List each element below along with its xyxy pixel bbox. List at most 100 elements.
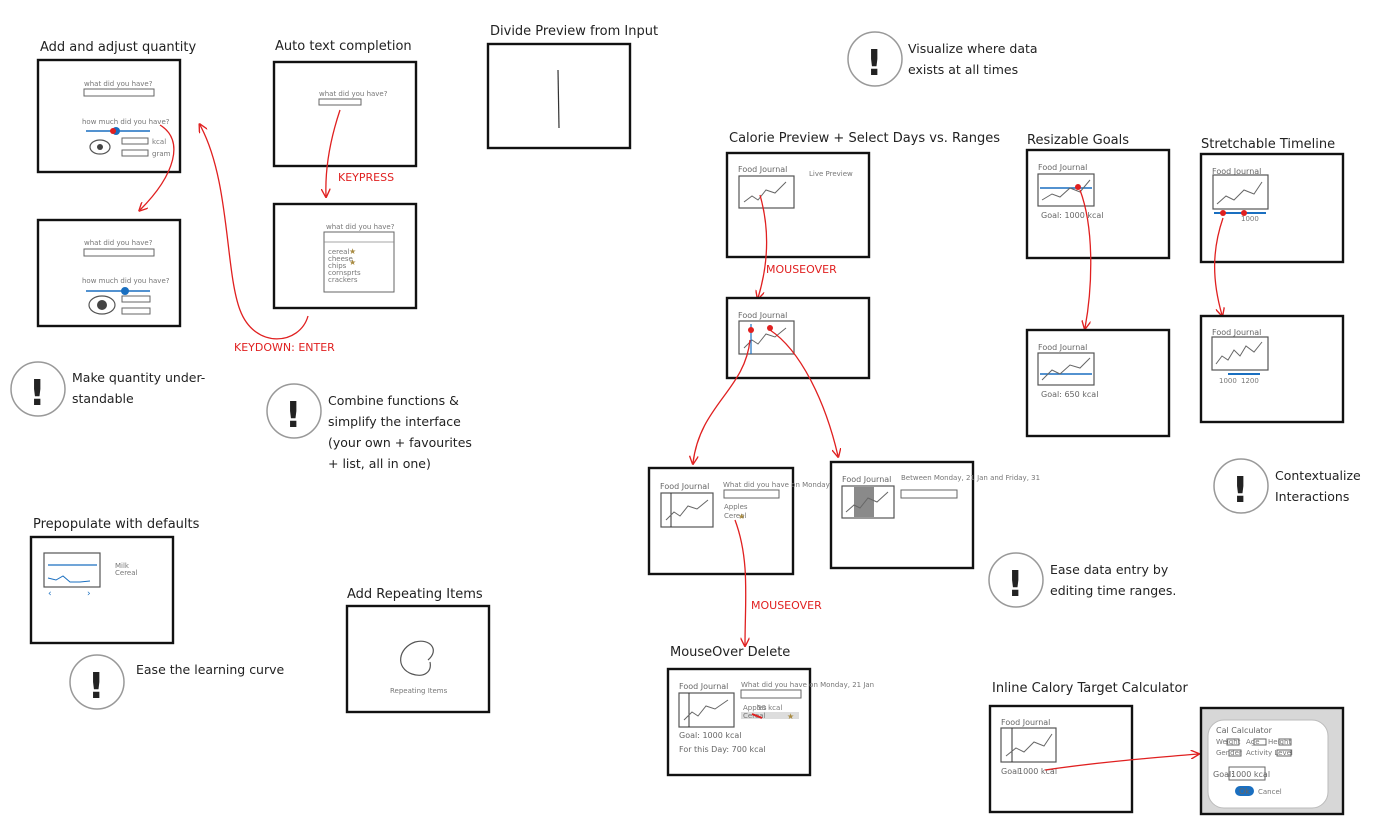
food-journal-label: Food Journal <box>1212 167 1261 176</box>
divider-line <box>557 69 560 129</box>
calc-goal-value: 1000 kcal <box>1231 770 1270 779</box>
calc-field <box>1276 749 1292 757</box>
star-icon: ★ <box>349 247 356 256</box>
ok-button[interactable] <box>1235 786 1254 796</box>
gram-field <box>121 149 149 157</box>
sketch-frame-calorie-2 <box>725 296 871 380</box>
note-text: + list, all in one) <box>328 456 431 471</box>
exclamation-icon <box>266 383 322 439</box>
calc-field <box>1228 749 1242 757</box>
kcal-field <box>121 137 149 145</box>
sketch-frame-calc-1 <box>988 704 1134 814</box>
chart-box <box>1037 352 1095 386</box>
food-scale-icon-2 <box>88 295 116 315</box>
stretchable-timeline-group: Stretchable Timeline Food Journal 1000 F… <box>1199 137 1345 424</box>
note-ease-entry: ! Ease data entry by editing time ranges… <box>988 552 1176 608</box>
food-link: Cereal <box>743 712 766 720</box>
title-mouseover-delete: MouseOver Delete <box>670 645 790 660</box>
repeating-group: Add Repeating Items Repeating Items <box>345 587 491 714</box>
chart-line <box>665 499 709 521</box>
keydown-arrow <box>200 125 309 340</box>
sketch-frame-goals-2 <box>1025 328 1171 438</box>
arrow-select-range <box>769 329 838 456</box>
chart-line <box>683 699 729 721</box>
chart-box <box>1000 727 1057 763</box>
sketch-frame-repeating <box>345 604 491 714</box>
list-item: crackers <box>328 276 358 284</box>
resizable-goals-group: Resizable Goals Food Journal Goal: 1000 … <box>1025 133 1171 438</box>
event-keypress: KEYPRESS <box>338 171 394 184</box>
calculator-title: Cal Calculator <box>1216 726 1273 735</box>
food-scale-icon <box>89 139 111 155</box>
food-journal-label: Food Journal <box>842 475 891 484</box>
list-item: cornsprts <box>328 269 361 277</box>
calc-label: Age <box>1246 738 1260 746</box>
inline-calc-group: Inline Calory Target Calculator Food Jou… <box>988 681 1345 816</box>
calc-label: Weight <box>1216 738 1241 746</box>
note-text: Visualize where data <box>908 41 1038 56</box>
sketch-input <box>83 88 155 97</box>
note-text: simplify the interface <box>328 414 461 429</box>
touch-indicator <box>767 325 773 331</box>
sketch-label-what: what did you have? <box>84 80 153 88</box>
touch-indicator <box>1220 210 1226 216</box>
sketch-label-what-4: what did you have? <box>326 223 395 231</box>
title-prepopulate: Prepopulate with defaults <box>33 517 200 532</box>
note-quantity: ! Make quantity under- standable <box>10 361 205 417</box>
chevron-right-icon: › <box>87 589 91 599</box>
note-text: Combine functions & <box>328 393 459 408</box>
delete-cursor-icon <box>751 713 763 719</box>
day-total-label: For this Day: 700 kcal <box>679 745 766 754</box>
note-text: Ease data entry by <box>1050 562 1169 577</box>
title-inline-calc: Inline Calory Target Calculator <box>992 681 1188 696</box>
note-visualize: ! Visualize where data exists at all tim… <box>847 31 1038 87</box>
exclamation-icon <box>10 361 66 417</box>
food-link: Cereal <box>724 512 747 520</box>
food-link: Apples <box>743 704 767 712</box>
range-question: Between Monday, 21 Jan and Friday, 31 <box>901 474 1040 482</box>
exclamation-icon <box>847 31 903 87</box>
chart-box <box>1212 174 1269 210</box>
calc-label: Height <box>1268 738 1291 746</box>
food-journal-label: Food Journal <box>1001 718 1050 727</box>
sketch-frame-goals-1 <box>1025 148 1171 260</box>
list-item: chips <box>328 262 347 270</box>
slider-knob-2 <box>121 287 129 295</box>
kcal-unit: kcal <box>152 138 166 146</box>
title-stretchable-timeline: Stretchable Timeline <box>1201 137 1335 152</box>
touch-indicator <box>110 128 116 134</box>
list-item: cereal <box>328 248 349 256</box>
exclamation-mark: ! <box>88 666 104 707</box>
star-icon: ★ <box>787 712 794 721</box>
cancel-link[interactable]: Cancel <box>1258 788 1282 796</box>
food-journal-label: Food Journal <box>1212 328 1261 337</box>
food-input <box>723 489 780 499</box>
divide-preview-group: Divide Preview from Input <box>486 24 658 150</box>
day-question: What did you have on Monday, 21 Jan <box>723 481 856 489</box>
touch-indicator <box>748 327 754 333</box>
note-text: Interactions <box>1275 489 1349 504</box>
add-quantity-group: Add and adjust quantity what did you hav… <box>36 40 196 328</box>
exclamation-mark: ! <box>1232 470 1248 511</box>
chart-line <box>845 491 889 513</box>
chevron-left-icon: ‹ <box>48 589 52 599</box>
food-journal-label: Food Journal <box>738 165 787 174</box>
sketch-frame-calorie-1 <box>725 151 871 259</box>
food-input <box>900 489 958 499</box>
sketch-label-what-2: what did you have? <box>84 239 153 247</box>
timeline-value: 1000 <box>1241 215 1259 223</box>
chart-line <box>1005 733 1053 757</box>
food-journal-label: Food Journal <box>660 482 709 491</box>
calorie-preview-group: Calorie Preview + Select Days vs. Ranges… <box>647 131 1040 645</box>
food-journal-label: Food Journal <box>1038 163 1087 172</box>
adjust-arrow <box>140 124 175 210</box>
timeline-value: 1000 <box>1219 377 1237 385</box>
repeating-label: Repeating Items <box>390 687 448 695</box>
chart-line <box>1215 341 1263 365</box>
event-mouseover-1: MOUSEOVER <box>766 263 837 276</box>
sketch-input-2 <box>83 248 155 257</box>
day-question: What did you have on Monday, 21 Jan <box>741 681 874 689</box>
sketch-input-3 <box>318 98 362 106</box>
exclamation-icon <box>69 654 125 710</box>
